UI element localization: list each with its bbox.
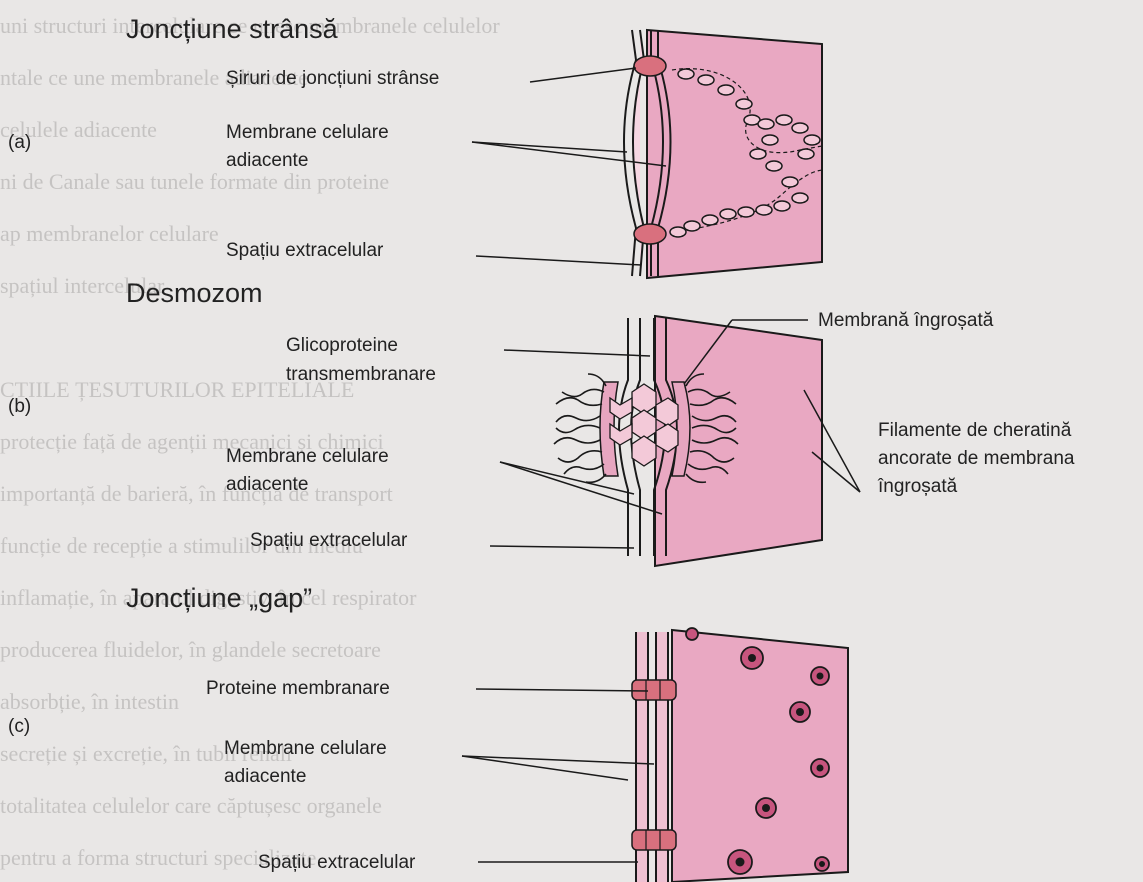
- tight-junction-title: Joncțiune strânsă: [126, 14, 338, 45]
- label-keratin-filaments-line3: îngroșată: [878, 474, 957, 500]
- label-adjacent-membranes-c-line1: Membrane celulare: [224, 736, 387, 762]
- panel-letter-c: (c): [8, 716, 30, 738]
- panel-letter-a: (a): [8, 132, 31, 154]
- gap-junction-leader-lines: [462, 689, 654, 862]
- gap-junction-title: Joncțiune „gap”: [126, 583, 312, 614]
- label-transmembrane-glycoproteins-line1: Glicoproteine: [286, 333, 398, 359]
- label-tight-junction-strands: Șiruri de joncțiuni strânse: [226, 66, 439, 92]
- label-membrane-proteins: Proteine membranare: [206, 676, 390, 702]
- label-extracellular-space-c: Spațiu extracelular: [258, 850, 415, 876]
- label-adjacent-membranes-b-line2: adiacente: [226, 472, 308, 498]
- tight-junction-illustration: [624, 30, 822, 278]
- label-extracellular-space-b: Spațiu extracelular: [250, 528, 407, 554]
- label-thickened-membrane: Membrană îngroșată: [818, 308, 993, 334]
- label-keratin-filaments-line1: Filamente de cheratină: [878, 418, 1071, 444]
- panel-letter-b: (b): [8, 396, 31, 418]
- gap-junction-illustration: [632, 628, 848, 882]
- label-adjacent-membranes-b-line1: Membrane celulare: [226, 444, 389, 470]
- label-extracellular-space-a: Spațiu extracelular: [226, 238, 383, 264]
- desmosome-title: Desmozom: [126, 278, 263, 309]
- label-transmembrane-glycoproteins-line2: transmembranare: [286, 362, 436, 388]
- label-adjacent-membranes-a-line1: Membrane celulare: [226, 120, 389, 146]
- label-adjacent-membranes-a-line2: adiacente: [226, 148, 308, 174]
- label-adjacent-membranes-c-line2: adiacente: [224, 764, 306, 790]
- label-keratin-filaments-line2: ancorate de membrana: [878, 446, 1074, 472]
